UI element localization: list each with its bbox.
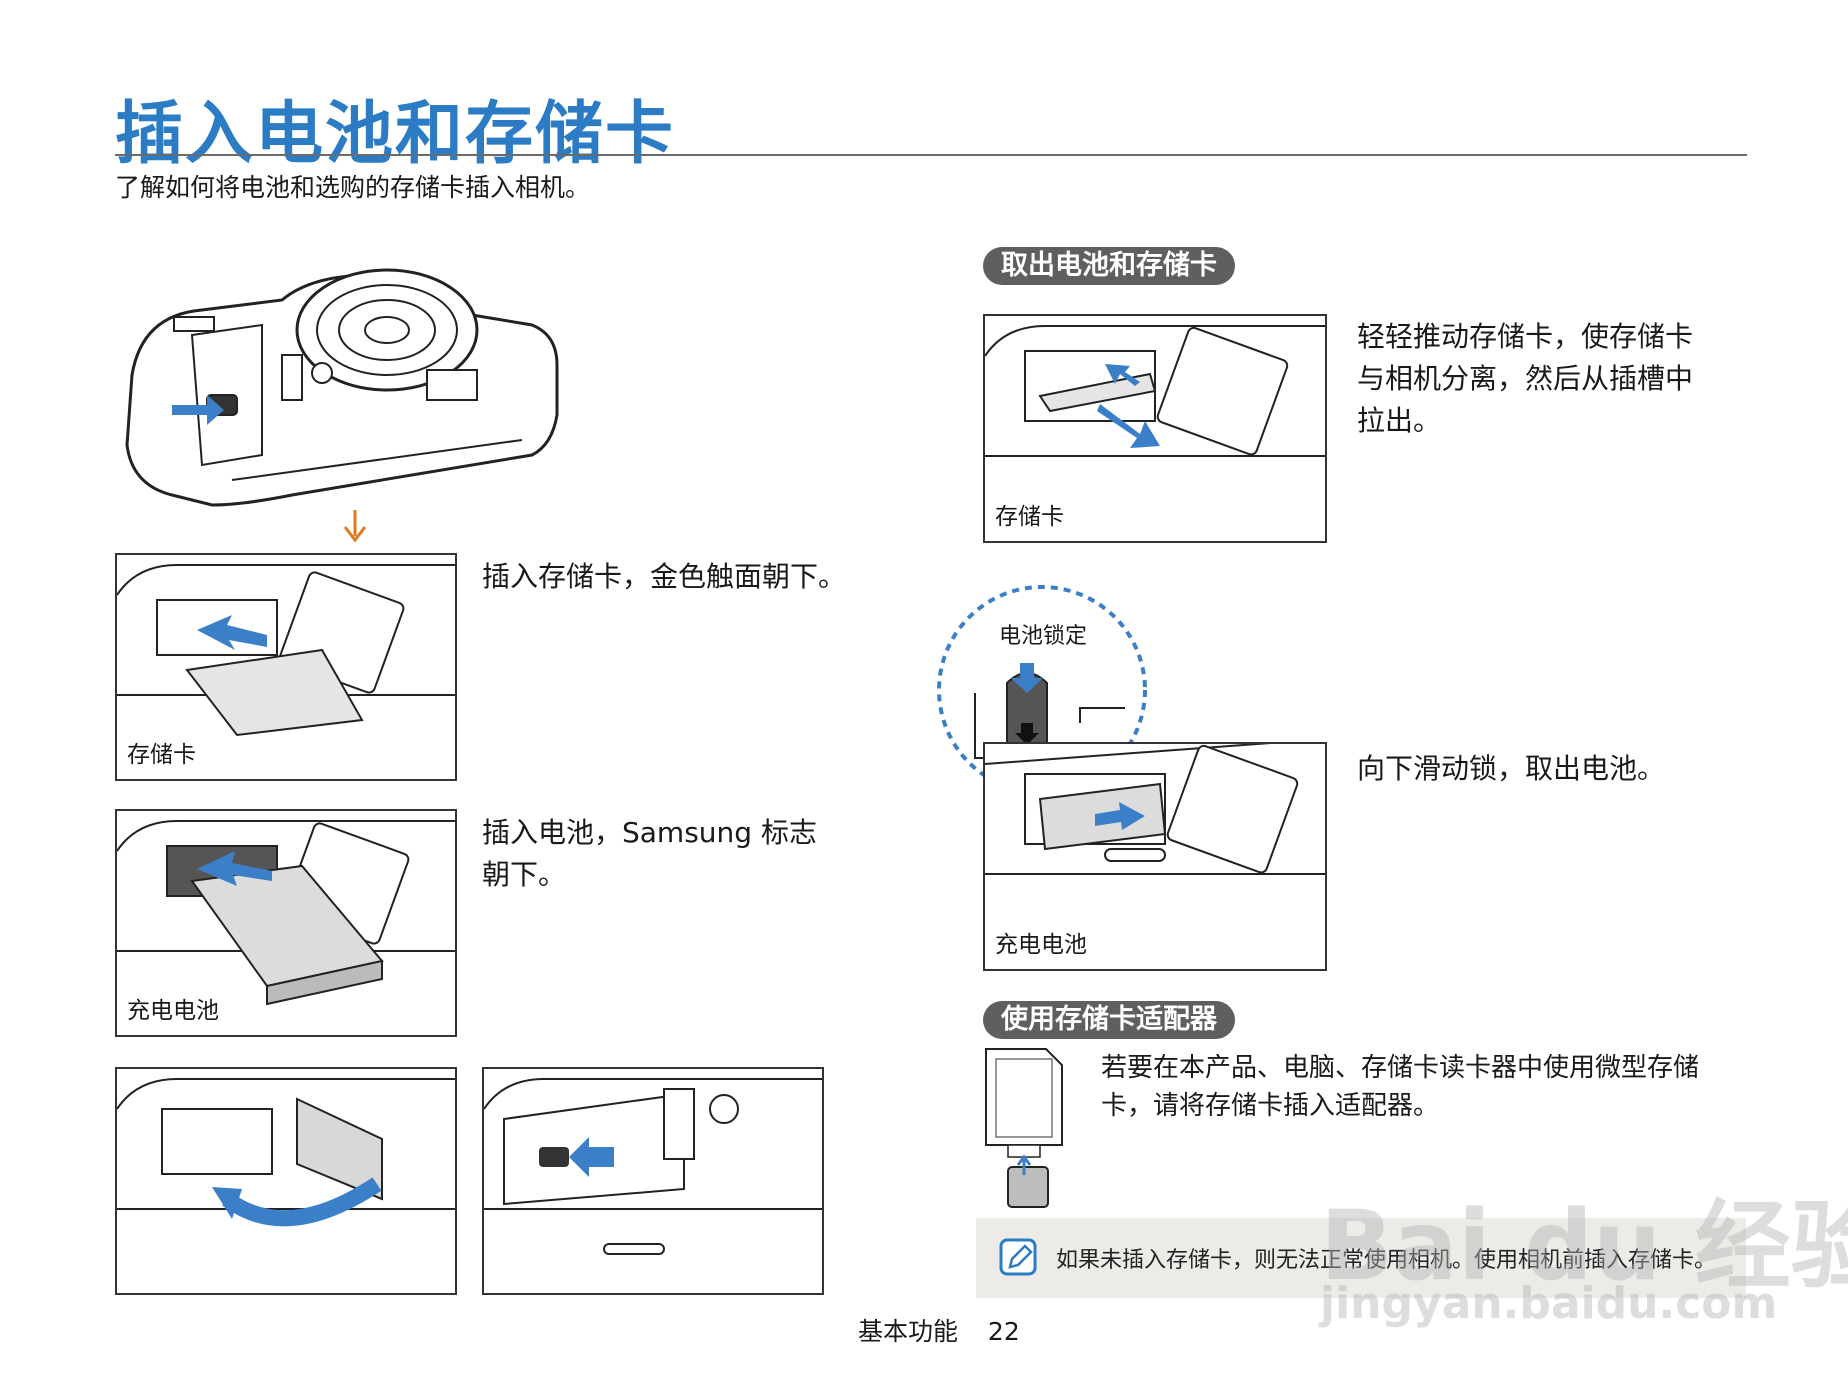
battery-lock-label: 电池锁定 [999, 624, 1088, 649]
step-remove-card-line1: 轻轻推动存储卡，使存储卡 [1357, 320, 1694, 353]
camera-illustration [112, 255, 572, 530]
remove-card-caption: 存储卡 [995, 497, 1064, 531]
remove-battery-caption: 充电电池 [995, 925, 1087, 959]
sd-adapter-icon [984, 1045, 1064, 1210]
step-remove-battery: 向下滑动锁，取出电池。 [1357, 752, 1666, 785]
insert-battery-figure: 充电电池 [115, 809, 457, 1037]
footer-section: 基本功能 [858, 1317, 959, 1346]
lock-cover-figure [482, 1067, 824, 1295]
step-remove-card-line2: 与相机分离，然后从插槽中 [1357, 362, 1694, 395]
adapter-description-line1: 若要在本产品、电脑、存储卡读卡器中使用微型存储 [1101, 1053, 1700, 1083]
insert-card-figure: 存储卡 [115, 553, 457, 781]
push-arrow-icon [172, 395, 224, 425]
battery-caption: 充电电池 [127, 991, 219, 1025]
adapter-description-line2: 卡，请将存储卡插入适配器。 [1101, 1091, 1440, 1121]
step-insert-battery-line2: 朝下。 [482, 858, 567, 891]
step-insert-battery: 插入电池，Samsung 标志 朝下。 [482, 812, 817, 896]
note-text: 如果未插入存储卡，则无法正常使用相机。使用相机前插入存储卡。 [1056, 1248, 1717, 1273]
card-caption: 存储卡 [127, 735, 196, 769]
step-insert-card: 插入存储卡，金色触面朝下。 [482, 560, 847, 593]
remove-section-heading: 取出电池和存储卡 [983, 247, 1235, 285]
remove-battery-figure: 充电电池 [983, 742, 1327, 971]
adapter-section-heading: 使用存储卡适配器 [983, 1001, 1235, 1039]
down-arrow-icon [340, 510, 370, 546]
footer-page-number: 22 [987, 1317, 1020, 1346]
note-box [976, 1218, 1746, 1298]
watermark-url: jingyan.baidu.com [1320, 1278, 1778, 1329]
remove-card-figure: 存储卡 [983, 314, 1327, 543]
step-insert-battery-line1: 插入电池，Samsung 标志 [482, 816, 817, 849]
adapter-description: 若要在本产品、电脑、存储卡读卡器中使用微型存储 卡，请将存储卡插入适配器。 [1101, 1049, 1699, 1125]
page-footer: 基本功能 22 [858, 1312, 1020, 1348]
memory-card-icon [185, 648, 364, 737]
step-remove-card-line3: 拉出。 [1357, 404, 1442, 437]
watermark-logo: Bai du 经验 [1320, 1190, 1848, 1302]
note-pencil-icon [998, 1237, 1038, 1277]
close-cover-figure [115, 1067, 457, 1295]
title-divider [115, 154, 1747, 156]
page-subtitle: 了解如何将电池和选购的存储卡插入相机。 [115, 173, 591, 202]
step-remove-card: 轻轻推动存储卡，使存储卡 与相机分离，然后从插槽中 拉出。 [1357, 316, 1693, 442]
page-title: 插入电池和存储卡 [115, 95, 676, 174]
